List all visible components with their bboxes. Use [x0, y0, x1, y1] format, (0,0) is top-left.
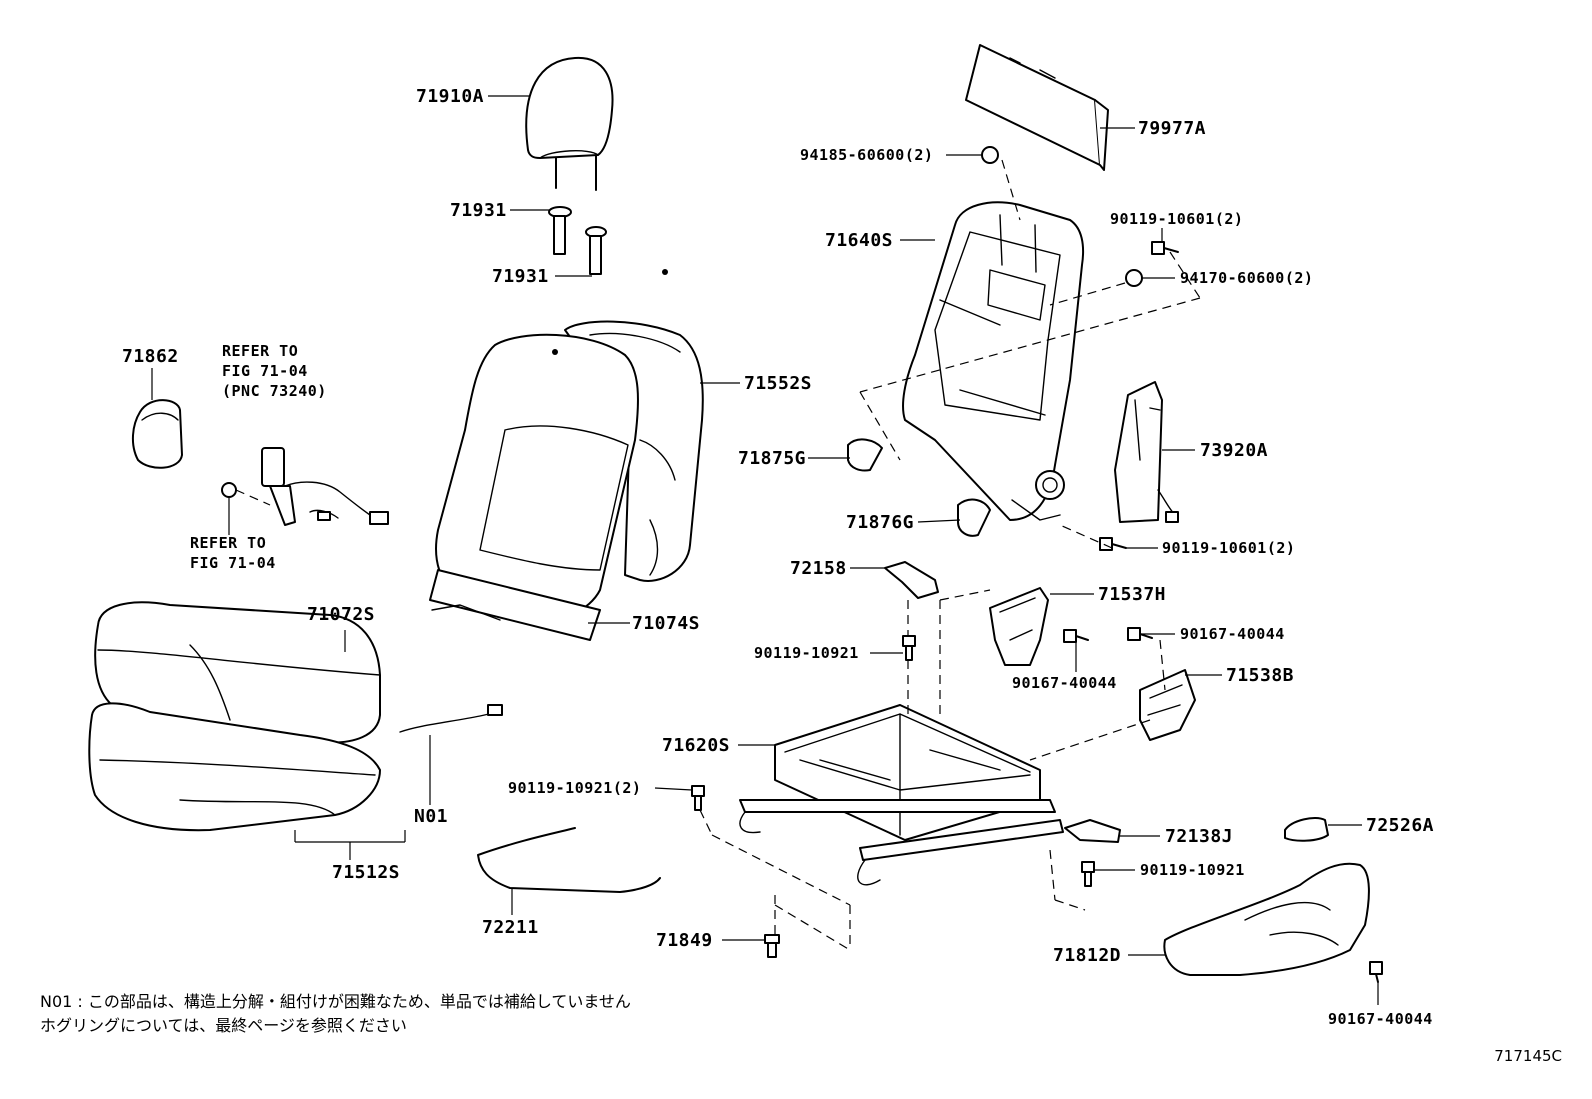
label-71931-upper: 71931	[450, 200, 507, 221]
bracket-71537H[interactable]	[989, 587, 1049, 666]
label-71072S: 71072S	[307, 604, 375, 625]
assembly-dashed-lines	[699, 159, 1201, 951]
label-71875G: 71875G	[738, 448, 806, 469]
cushion-cover-71072S[interactable]	[94, 601, 381, 744]
label-71849: 71849	[656, 930, 713, 951]
bolt-90119-10601-lower	[1099, 537, 1127, 551]
nut-94185	[981, 146, 999, 164]
label-90167-40044-b: 90167-40044	[1180, 625, 1285, 643]
label-refer1-line1: REFER TO	[222, 342, 298, 360]
label-94185-60600: 94185-60600(2)	[800, 146, 933, 164]
label-71876G: 71876G	[846, 512, 914, 533]
note-line-1: N01 : この部品は、構造上分解・組付けが困難なため、単品では補給していません	[40, 992, 631, 1011]
lever-72138J[interactable]	[1064, 819, 1121, 843]
part-labels: 71910A 71931 71931 71862 REFER TO FIG 71…	[122, 86, 1434, 1028]
label-73920A: 73920A	[1200, 440, 1268, 461]
label-refer1-line2: FIG 71-04	[222, 362, 308, 380]
label-90119-10921-c: 90119-10921	[1140, 861, 1245, 879]
seatback-frame-71640S[interactable]	[902, 201, 1085, 521]
wire-72211[interactable]	[477, 827, 661, 893]
note-line-2: ホグリングについては、最終ページを参照ください	[40, 1016, 407, 1035]
label-71538B: 71538B	[1226, 665, 1294, 686]
bolt-90119-10921-c	[1081, 861, 1095, 887]
label-71620S: 71620S	[662, 735, 730, 756]
label-72138J: 72138J	[1165, 826, 1233, 847]
headrest-71910A[interactable]	[525, 56, 614, 191]
label-71862: 71862	[122, 346, 179, 367]
headrest-support-71931-upper[interactable]	[548, 206, 572, 255]
wire-harness-N01[interactable]	[399, 704, 503, 733]
label-refer2-line2: FIG 71-04	[190, 554, 276, 572]
seat-track-71620S[interactable]	[739, 704, 1064, 886]
bolt-90167-40044-c	[1369, 961, 1383, 983]
shield-71812D[interactable]	[1163, 862, 1370, 976]
bolt-90119-10601-upper	[1151, 241, 1179, 255]
label-90119-10921-b: 90119-10921(2)	[508, 779, 641, 797]
bracket-71538B[interactable]	[1139, 669, 1196, 741]
label-71910A: 71910A	[416, 86, 484, 107]
seatback-cover-71074S[interactable]	[429, 269, 668, 641]
label-72211: 72211	[482, 917, 539, 938]
label-71512S: 71512S	[332, 862, 400, 883]
label-71537H: 71537H	[1098, 584, 1166, 605]
bracket-71876G[interactable]	[957, 498, 991, 537]
nut-94170	[1125, 269, 1143, 287]
seatbelt-buckle	[221, 447, 389, 526]
leader-lines	[151, 95, 1379, 1005]
figure-id: 717145C	[1494, 1047, 1562, 1065]
cover-71862[interactable]	[132, 399, 183, 469]
seatback-board-79977A[interactable]	[965, 44, 1109, 171]
label-71074S: 71074S	[632, 613, 700, 634]
cover-73920A[interactable]	[1114, 381, 1179, 523]
label-79977A: 79977A	[1138, 118, 1206, 139]
label-90167-40044-c: 90167-40044	[1328, 1010, 1433, 1028]
label-90167-40044-a: 90167-40044	[1012, 674, 1117, 692]
label-71812D: 71812D	[1053, 945, 1121, 966]
label-90119-10921-a: 90119-10921	[754, 644, 859, 662]
knob-72526A[interactable]	[1284, 817, 1329, 842]
bolt-90119-10921-a	[902, 635, 916, 661]
seatback-pad-71552S[interactable]	[564, 320, 704, 582]
label-90119-10601-upper: 90119-10601(2)	[1110, 210, 1243, 228]
bolt-90167-40044-a	[1063, 629, 1089, 643]
label-71640S: 71640S	[825, 230, 893, 251]
label-71552S: 71552S	[744, 373, 812, 394]
label-refer1-line3: (PNC 73240)	[222, 382, 327, 400]
bolt-90119-10921-b	[691, 785, 705, 811]
cushion-pad-71512S[interactable]	[88, 702, 381, 832]
lever-72158[interactable]	[884, 561, 939, 599]
bracket-71875G[interactable]	[847, 438, 883, 472]
label-refer2-line1: REFER TO	[190, 534, 266, 552]
label-72526A: 72526A	[1366, 815, 1434, 836]
bolt-71849	[764, 934, 780, 958]
label-71931-lower: 71931	[492, 266, 549, 287]
label-94170-60600: 94170-60600(2)	[1180, 269, 1313, 287]
label-N01: N01	[414, 806, 448, 827]
headrest-support-71931-lower[interactable]	[585, 226, 607, 275]
label-72158: 72158	[790, 558, 847, 579]
label-90119-10601-lower: 90119-10601(2)	[1162, 539, 1295, 557]
